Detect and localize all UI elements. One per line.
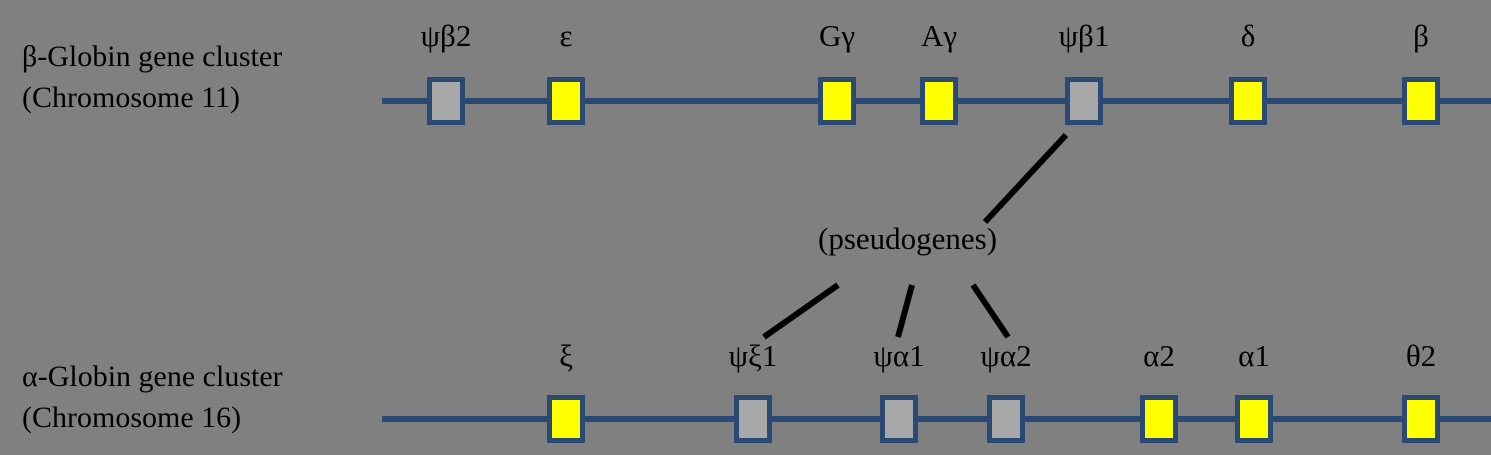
alpha-gene-label-1: ψξ1 xyxy=(728,338,778,373)
pseudogenes-annotation-label: (pseudogenes) xyxy=(818,221,998,256)
connector-to-psi-alpha1 xyxy=(895,284,915,338)
beta-gene-label-0: ψβ2 xyxy=(420,18,472,53)
beta-gene-box-2[interactable] xyxy=(818,77,856,125)
beta-gene-label-5: δ xyxy=(1240,18,1256,53)
alpha-cluster-caption: α-Globin gene cluster (Chromosome 16) xyxy=(22,356,283,438)
beta-gene-label-3: Aγ xyxy=(920,18,958,53)
beta-gene-box-3[interactable] xyxy=(920,77,958,125)
alpha-gene-box-3[interactable] xyxy=(987,395,1025,443)
alpha-gene-box-0[interactable] xyxy=(547,395,585,443)
alpha-gene-box-6[interactable] xyxy=(1402,395,1440,443)
beta-gene-box-4[interactable] xyxy=(1065,77,1103,125)
alpha-gene-label-4: α2 xyxy=(1143,338,1175,373)
alpha-gene-label-5: α1 xyxy=(1238,338,1270,373)
alpha-cluster-caption-line2: (Chromosome 16) xyxy=(22,401,242,434)
connector-to-psi-beta1 xyxy=(982,132,1069,225)
beta-cluster-caption: β-Globin gene cluster (Chromosome 11) xyxy=(22,36,282,118)
beta-gene-box-0[interactable] xyxy=(427,77,465,125)
alpha-gene-label-6: θ2 xyxy=(1405,338,1437,373)
alpha-cluster-caption-line1: α-Globin gene cluster xyxy=(22,360,283,393)
alpha-gene-box-1[interactable] xyxy=(734,395,772,443)
beta-gene-label-6: β xyxy=(1413,18,1429,53)
alpha-gene-box-2[interactable] xyxy=(880,395,918,443)
beta-gene-box-5[interactable] xyxy=(1229,77,1267,125)
alpha-gene-box-5[interactable] xyxy=(1235,395,1273,443)
beta-gene-label-4: ψβ1 xyxy=(1058,18,1110,53)
beta-cluster-caption-line1: β-Globin gene cluster xyxy=(22,40,283,73)
beta-gene-label-2: Gγ xyxy=(818,18,856,53)
beta-gene-label-1: ε xyxy=(559,18,573,53)
alpha-gene-box-4[interactable] xyxy=(1140,395,1178,443)
alpha-gene-label-2: ψα1 xyxy=(873,338,925,373)
connector-to-psi-xi1 xyxy=(762,282,840,340)
beta-gene-box-6[interactable] xyxy=(1402,77,1440,125)
beta-gene-box-1[interactable] xyxy=(547,77,585,125)
alpha-gene-label-0: ξ xyxy=(559,338,573,373)
alpha-chromosome-backbone xyxy=(382,416,1491,422)
beta-cluster-caption-line2: (Chromosome 11) xyxy=(22,81,241,114)
connector-to-psi-alpha2 xyxy=(970,283,1011,339)
alpha-gene-label-3: ψα2 xyxy=(980,338,1032,373)
